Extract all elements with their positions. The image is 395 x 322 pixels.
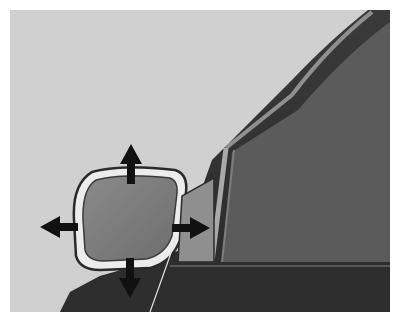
mirror-glass (83, 176, 177, 261)
